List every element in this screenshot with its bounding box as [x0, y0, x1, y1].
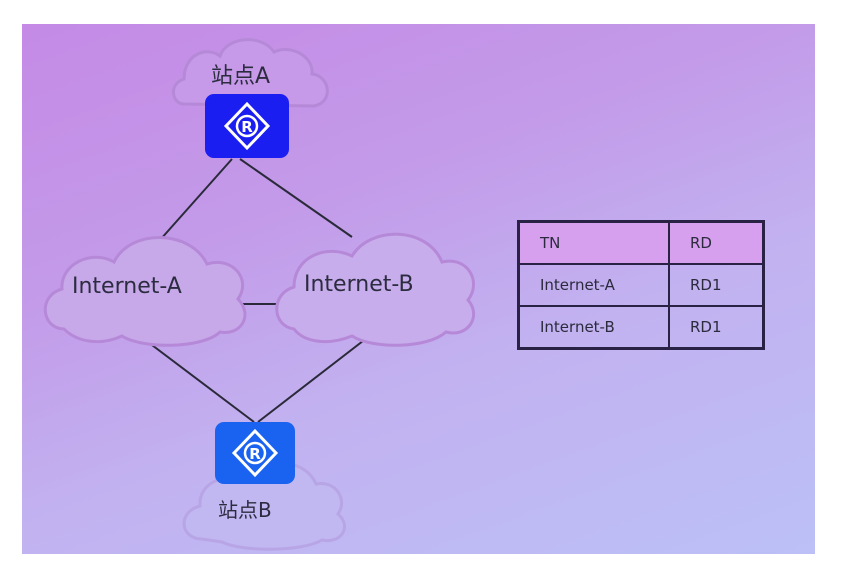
- router-icon: R: [249, 445, 261, 463]
- router-a: R: [205, 94, 289, 158]
- site-a-cloud: [172, 38, 329, 108]
- internet-a-label: Internet-A: [72, 274, 182, 299]
- network-topology-diagram: R R: [43, 38, 475, 551]
- table-row: Internet-B RD1: [517, 305, 765, 350]
- internet-a-cloud: [43, 236, 247, 347]
- link-site-a-internet-b: [239, 158, 353, 238]
- column-header-tn: TN: [517, 220, 670, 265]
- link-site-a-internet-a: [151, 158, 233, 250]
- table-cell-tn: Internet-A: [517, 263, 670, 307]
- table-cell-rd: RD1: [668, 305, 765, 350]
- router-b: R: [215, 422, 295, 484]
- link-internet-b-site-b: [257, 333, 373, 423]
- site-a-label: 站点A: [211, 64, 271, 89]
- internet-b-label: Internet-B: [304, 272, 414, 297]
- table-cell-tn: Internet-B: [517, 305, 670, 350]
- table-cell-rd: RD1: [668, 263, 765, 307]
- site-b-label: 站点B: [218, 498, 272, 522]
- tn-rd-table: TN RD Internet-A RD1 Internet-B RD1: [517, 220, 765, 350]
- internet-b-cloud: [275, 232, 475, 347]
- table-row: Internet-A RD1: [517, 263, 765, 307]
- diagram-photo: R R 站点A Internet-A Internet-B 站点B TN RD …: [22, 24, 815, 554]
- router-icon: R: [241, 118, 253, 136]
- column-header-rd: RD: [668, 220, 765, 265]
- site-b-cloud: [182, 461, 346, 551]
- link-internet-a-site-b: [139, 335, 255, 423]
- table-header-row: TN RD: [517, 220, 765, 265]
